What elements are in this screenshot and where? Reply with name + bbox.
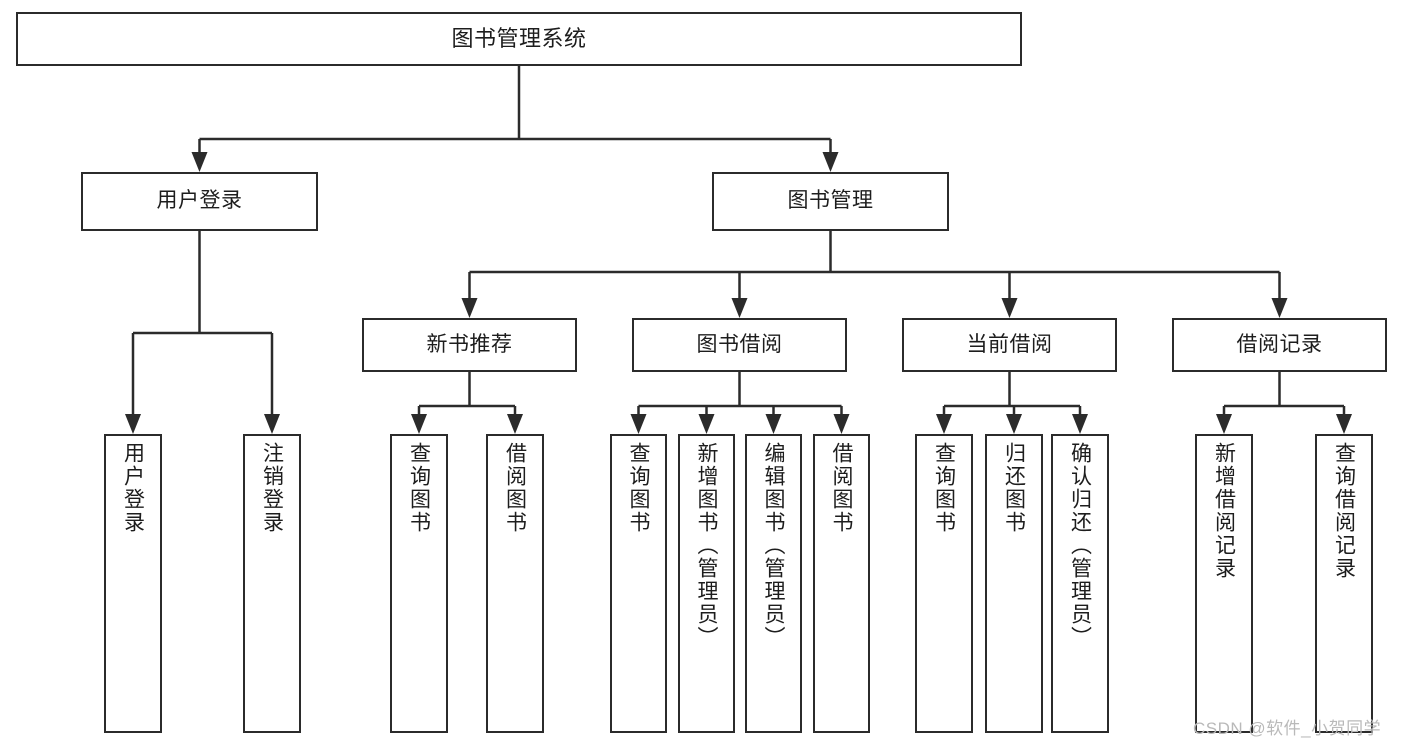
node-label: 当前借阅 [966,332,1053,356]
node-label: 新增借阅记录 [1212,442,1236,580]
node-leaf-leaf_query_book_2[interactable]: 查询图书 [610,434,667,733]
node-leaf-leaf_user_login[interactable]: 用户登录 [104,434,162,733]
node-leaf-leaf_add_record[interactable]: 新增借阅记录 [1195,434,1253,733]
node-label: 查询图书 [932,442,956,534]
node-l2-new_book_rec[interactable]: 新书推荐 [362,318,577,372]
node-label: 查询借阅记录 [1332,442,1356,580]
node-label: 新书推荐 [426,332,513,356]
node-label: 新增图书（管理员） [695,442,718,649]
arrowhead-icon-root-1 [822,152,839,172]
node-leaf-leaf_edit_book[interactable]: 编辑图书（管理员） [745,434,802,733]
arrowhead-icon-user_login-0 [125,414,141,434]
node-label: 归还图书 [1002,442,1026,534]
node-l2-borrow_record[interactable]: 借阅记录 [1172,318,1387,372]
node-leaf-leaf_add_book[interactable]: 新增图书（管理员） [678,434,735,733]
arrowhead-icon-book_borrow-0 [630,414,647,434]
node-leaf-leaf_return_book[interactable]: 归还图书 [985,434,1043,733]
node-leaf-leaf_query_record[interactable]: 查询借阅记录 [1315,434,1373,733]
node-leaf-leaf_borrow_book_2[interactable]: 借阅图书 [813,434,870,733]
node-label: 用户登录 [121,442,145,534]
csdn-watermark: CSDN @软件_小贺同学 [1193,719,1382,738]
node-l1-user_login[interactable]: 用户登录 [81,172,318,231]
arrowhead-icon-borrow_record-0 [1216,414,1232,434]
arrowhead-icon-root-0 [191,152,208,172]
node-label: 用户登录 [156,189,243,213]
node-l2-current_borrow[interactable]: 当前借阅 [902,318,1117,372]
node-label: 借阅图书 [503,442,527,534]
arrowhead-icon-book_borrow-1 [698,414,715,434]
arrowhead-icon-book_manage-2 [1001,298,1018,318]
node-label: 确认归还（管理员） [1068,442,1092,649]
node-label: 注销登录 [260,442,284,534]
node-label: 图书管理系统 [451,26,587,52]
node-label: 图书借阅 [696,332,783,356]
node-root-system[interactable]: 图书管理系统 [16,12,1022,66]
arrowhead-icon-book_manage-0 [461,298,478,318]
node-label: 查询图书 [627,442,650,534]
node-label: 图书管理 [787,189,874,213]
arrowhead-icon-new_book_rec-1 [507,414,523,434]
node-leaf-leaf_logout[interactable]: 注销登录 [243,434,301,733]
node-leaf-leaf_borrow_book_1[interactable]: 借阅图书 [486,434,544,733]
arrowhead-icon-new_book_rec-0 [411,414,427,434]
node-label: 编辑图书（管理员） [762,442,785,649]
node-leaf-leaf_query_book_3[interactable]: 查询图书 [915,434,973,733]
arrowhead-icon-book_borrow-2 [765,414,782,434]
node-label: 借阅图书 [830,442,853,534]
node-leaf-leaf_query_book_1[interactable]: 查询图书 [390,434,448,733]
node-label: 借阅记录 [1236,332,1323,356]
node-label: 查询图书 [407,442,431,534]
arrowhead-icon-user_login-1 [264,414,280,434]
arrowhead-icon-book_borrow-3 [833,414,850,434]
arrowhead-icon-book_manage-3 [1271,298,1288,318]
arrowhead-icon-book_manage-1 [731,298,748,318]
node-l2-book_borrow[interactable]: 图书借阅 [632,318,847,372]
arrowhead-icon-current_borrow-2 [1072,414,1088,434]
arrowhead-icon-borrow_record-1 [1336,414,1352,434]
node-l1-book_manage[interactable]: 图书管理 [712,172,949,231]
arrowhead-icon-current_borrow-0 [936,414,952,434]
arrowhead-icon-current_borrow-1 [1006,414,1022,434]
node-leaf-leaf_confirm_return[interactable]: 确认归还（管理员） [1051,434,1109,733]
